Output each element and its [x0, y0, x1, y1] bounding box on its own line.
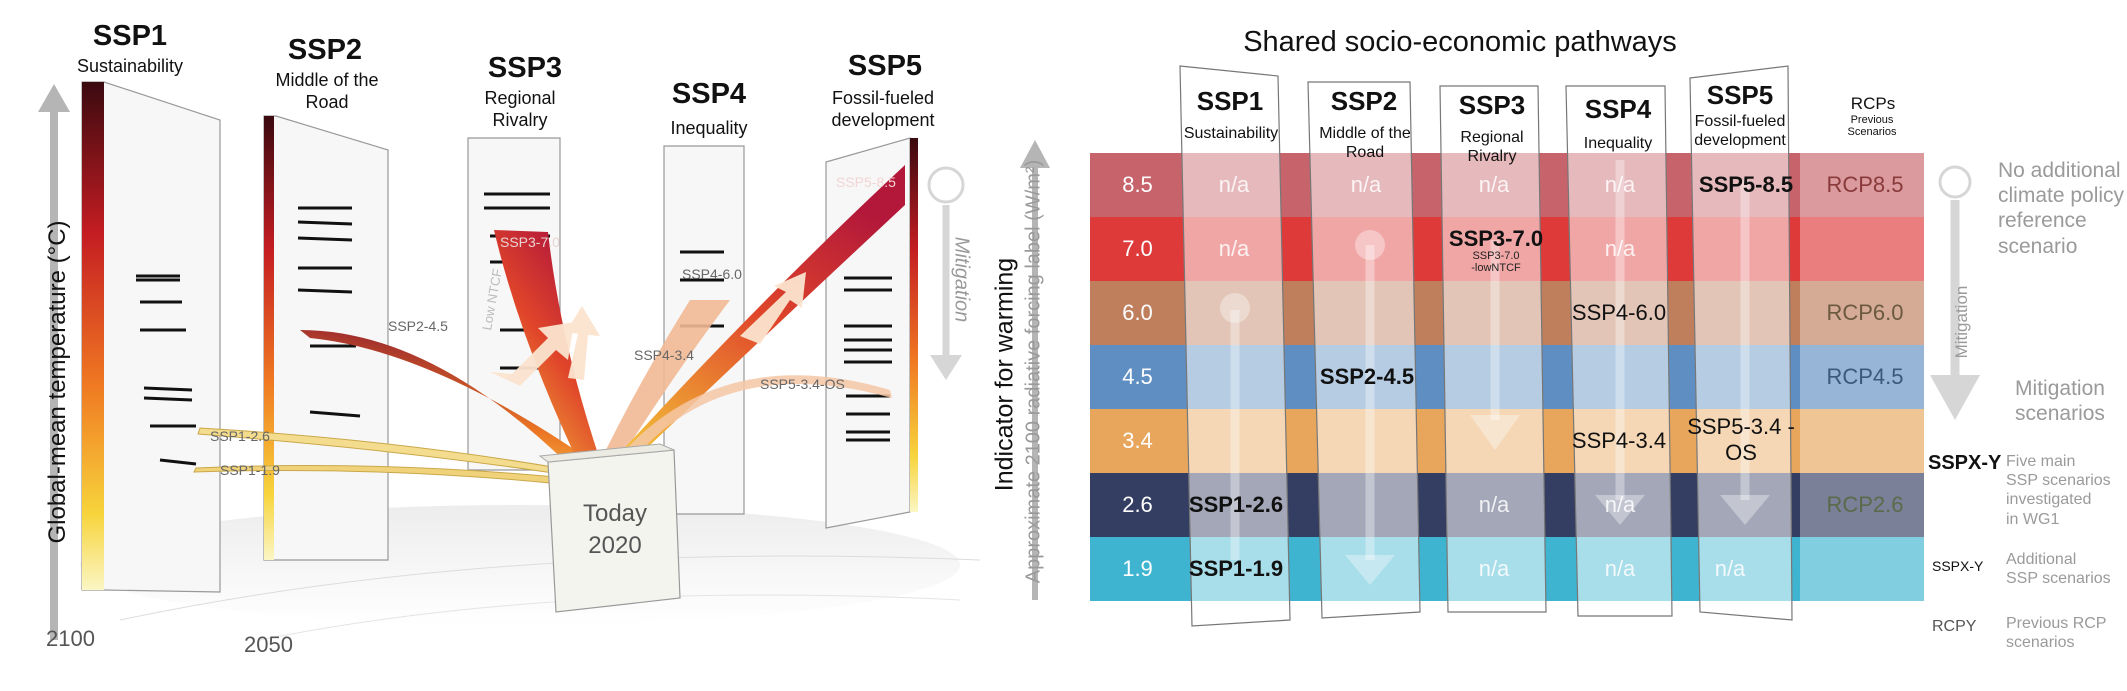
legend-additional-desc: Additional SSP scenarios [2006, 550, 2111, 588]
level-34: 3.4 [1122, 428, 1153, 453]
legend-no-additional-line1: No additional [1998, 159, 2121, 182]
today-year-label: 2020 [588, 532, 642, 559]
legend-main-line1: Five main [2006, 453, 2076, 470]
cell-ssp3-19: n/a [1478, 556, 1510, 581]
legend-main-line2: SSP scenarios [2006, 472, 2111, 490]
label-ssp1-19: SSP1-1.9 [220, 462, 280, 478]
rcp-subheader: Previous Scenarios [1847, 114, 1897, 139]
left-mitigation-label: Mitigation [950, 236, 973, 323]
left-3d-diagram [38, 81, 981, 641]
cell-ssp4-70: n/a [1604, 236, 1636, 261]
label-ssp4-34: SSP4-3.4 [634, 347, 694, 363]
legend-main-key: SSPX-Y [1928, 452, 2002, 474]
legend-mitigation-line1: Mitigation [2015, 377, 2105, 400]
cell-ssp4-26: n/a [1604, 492, 1636, 517]
legend-additional-line1: Additional [2006, 551, 2077, 568]
year-2050-label: 2050 [244, 632, 293, 657]
ssp1-subtitle: Sustainability [76, 56, 184, 76]
year-2100-label: 2100 [46, 626, 95, 651]
level-45: 4.5 [1122, 364, 1153, 389]
legend-no-additional-line4: scenario [1998, 234, 2078, 258]
legend-additional-key: SSPX-Y [1932, 558, 1984, 574]
cell-ssp5-34os: SSP5-3.4 -OS [1687, 414, 1795, 466]
left-y-axis-label: Global-mean temperature (°C) [44, 220, 71, 544]
label-ssp3-70: SSP3-7.0 [500, 234, 560, 250]
rcp-26: RCP2.6 [1826, 492, 1904, 517]
legend-no-additional-line3: reference [1998, 209, 2087, 233]
legend-no-additional-line2: climate policy [1998, 184, 2125, 208]
cell-ssp1-85: n/a [1218, 172, 1250, 197]
ssp2-title: SSP2 [287, 34, 363, 66]
ssp2-subtitle: Middle of the Road [275, 70, 379, 112]
cell-ssp5-85: SSP5-8.5 [1698, 172, 1794, 197]
label-ssp5-34os: SSP5-3.4-OS [760, 376, 845, 392]
level-70: 7.0 [1122, 236, 1153, 261]
ssp4-subtitle: Inequality [670, 118, 748, 138]
col-ssp5-subtitle: Fossil-fueled development [1694, 113, 1786, 150]
label-ssp5-85: SSP5-8.5 [836, 174, 896, 190]
rcp-85: RCP8.5 [1826, 172, 1904, 197]
col-ssp2-subtitle: Middle of the Road [1319, 125, 1411, 162]
label-ssp4-60: SSP4-6.0 [682, 266, 742, 282]
col-ssp4-title: SSP4 [1584, 94, 1652, 124]
rcp-60: RCP6.0 [1826, 300, 1904, 325]
legend-rcp-key: RCPY [1932, 618, 1977, 635]
col-ssp5-title: SSP5 [1706, 80, 1774, 110]
legend-mitigation-scenarios: Mitigation scenarios [1996, 376, 2124, 426]
cell-ssp3-70: SSP3-7.0 [1448, 226, 1544, 251]
right-title: Shared socio-economic pathways [1243, 26, 1677, 58]
cell-ssp2-85: n/a [1350, 172, 1382, 197]
today-label: Today [582, 500, 648, 527]
label-ssp2-45: SSP2-4.5 [388, 318, 448, 334]
ssp3-lowntcf-line1: SSP3-7.0 [1472, 250, 1520, 262]
legend-mitigation-line2: scenarios [2015, 402, 2105, 426]
level-19: 1.9 [1122, 556, 1153, 581]
cell-ssp4-34: SSP4-3.4 [1571, 428, 1667, 453]
ssp5-title: SSP5 [847, 50, 923, 82]
col-ssp3-title: SSP3 [1458, 90, 1526, 120]
cell-ssp1-19: SSP1-1.9 [1188, 556, 1284, 581]
ssp3-subtitle: Regional Rivalry [484, 88, 556, 130]
level-26: 2.6 [1122, 492, 1153, 517]
ssp3-title: SSP3 [487, 52, 563, 84]
cell-ssp1-70: n/a [1218, 236, 1250, 261]
col-ssp1-title: SSP1 [1196, 86, 1264, 116]
rcp-45: RCP4.5 [1826, 364, 1904, 389]
col-ssp2-title: SSP2 [1330, 86, 1398, 116]
rcp-header: RCPs [1850, 94, 1896, 113]
right-matrix [1020, 65, 1980, 627]
right-y-axis-label: Indicator for warming [990, 257, 1019, 492]
ssp3-lowntcf-line2: -lowNTCF [1471, 262, 1521, 274]
cell-ssp1-26: SSP1-2.6 [1188, 492, 1284, 517]
cell-ssp4-60: SSP4-6.0 [1571, 300, 1667, 325]
cell-ssp5-19: n/a [1714, 556, 1746, 581]
legend-main-line4: in WG1 [2006, 510, 2060, 528]
label-ssp1-26: SSP1-2.6 [210, 428, 270, 444]
level-85: 8.5 [1122, 172, 1153, 197]
legend-rcp-line1: Previous RCP [2006, 615, 2107, 632]
cell-ssp3-26: n/a [1478, 492, 1510, 517]
right-y-axis-sublabel: Approximate 2100 radiative forcing label… [1022, 159, 1045, 584]
legend-additional-line2: SSP scenarios [2006, 570, 2111, 588]
legend-main-desc: Five main SSP scenarios investigated in … [2006, 452, 2111, 529]
cell-ssp3-85: n/a [1478, 172, 1510, 197]
level-60: 6.0 [1122, 300, 1153, 325]
ssp4-title: SSP4 [671, 78, 747, 110]
legend-main-line3: investigated [2006, 491, 2092, 509]
col-ssp4-subtitle: Inequality [1583, 135, 1653, 152]
legend-rcp-line2: scenarios [2006, 634, 2075, 652]
cell-ssp2-45: SSP2-4.5 [1319, 364, 1415, 389]
ssp5-subtitle: Fossil-fueled development [831, 88, 935, 130]
col-ssp3-subtitle: Regional Rivalry [1460, 129, 1524, 166]
legend-no-additional: No additional climate policy reference s… [1998, 158, 2124, 259]
ssp1-title: SSP1 [92, 20, 168, 52]
right-mitigation-vertical: Mitigation [1952, 285, 1971, 359]
legend-rcp-desc: Previous RCP scenarios [2006, 614, 2106, 652]
col-ssp1-subtitle: Sustainability [1183, 125, 1279, 142]
cell-ssp4-85: n/a [1604, 172, 1636, 197]
cell-ssp4-19: n/a [1604, 556, 1636, 581]
